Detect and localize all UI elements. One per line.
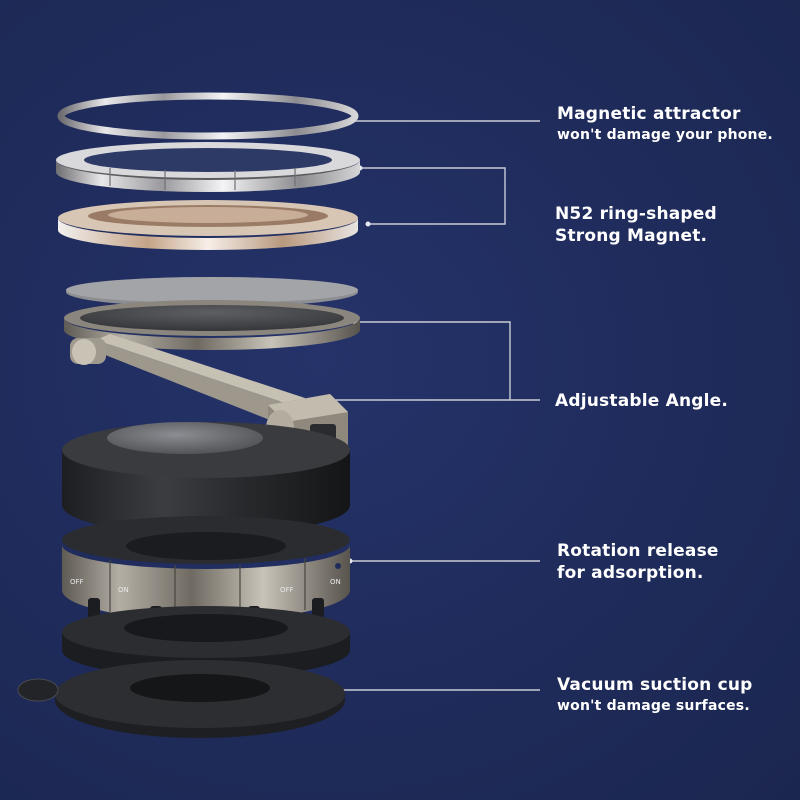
- callout-subtitle: for adsorption.: [557, 563, 704, 583]
- adjustable-mount: [64, 277, 360, 470]
- engraving-left-off: OFF: [70, 578, 84, 586]
- callout-magnetic-attractor: Magnetic attractor won't damage your pho…: [557, 103, 773, 145]
- vacuum-suction-cup: [17, 660, 345, 738]
- callout-n52-magnet: N52 ring-shaped Strong Magnet.: [555, 203, 717, 247]
- engraving-right-off: OFF: [280, 586, 294, 594]
- segmented-magnet-ring: [56, 142, 360, 192]
- engraving-right-on: ON: [330, 578, 341, 586]
- callout-title: Vacuum suction cup: [557, 675, 753, 695]
- callout-adjustable-angle: Adjustable Angle.: [555, 390, 728, 412]
- callout-subtitle: won't damage your phone.: [557, 127, 773, 143]
- n52-ring-magnet: [58, 200, 358, 250]
- magnetic-attractor-ring: [57, 92, 359, 140]
- callout-rotation-release: Rotation release for adsorption.: [557, 540, 719, 584]
- callout-subtitle: won't damage surfaces.: [557, 698, 750, 714]
- leader-line-angle: [355, 321, 540, 401]
- rotating-body: [62, 422, 350, 535]
- callout-title: Magnetic attractor: [557, 104, 741, 124]
- callout-title: N52 ring-shaped: [555, 204, 717, 224]
- leader-line-magnet: [360, 167, 506, 225]
- rotation-release-ring: OFF ON OFF ON: [62, 516, 350, 620]
- callout-title: Adjustable Angle.: [555, 391, 729, 411]
- callout-subtitle: Strong Magnet.: [555, 226, 708, 246]
- callout-suction-cup: Vacuum suction cup won't damage surfaces…: [557, 674, 753, 716]
- callout-title: Rotation release: [557, 541, 719, 561]
- engraving-left-on: ON: [118, 586, 129, 594]
